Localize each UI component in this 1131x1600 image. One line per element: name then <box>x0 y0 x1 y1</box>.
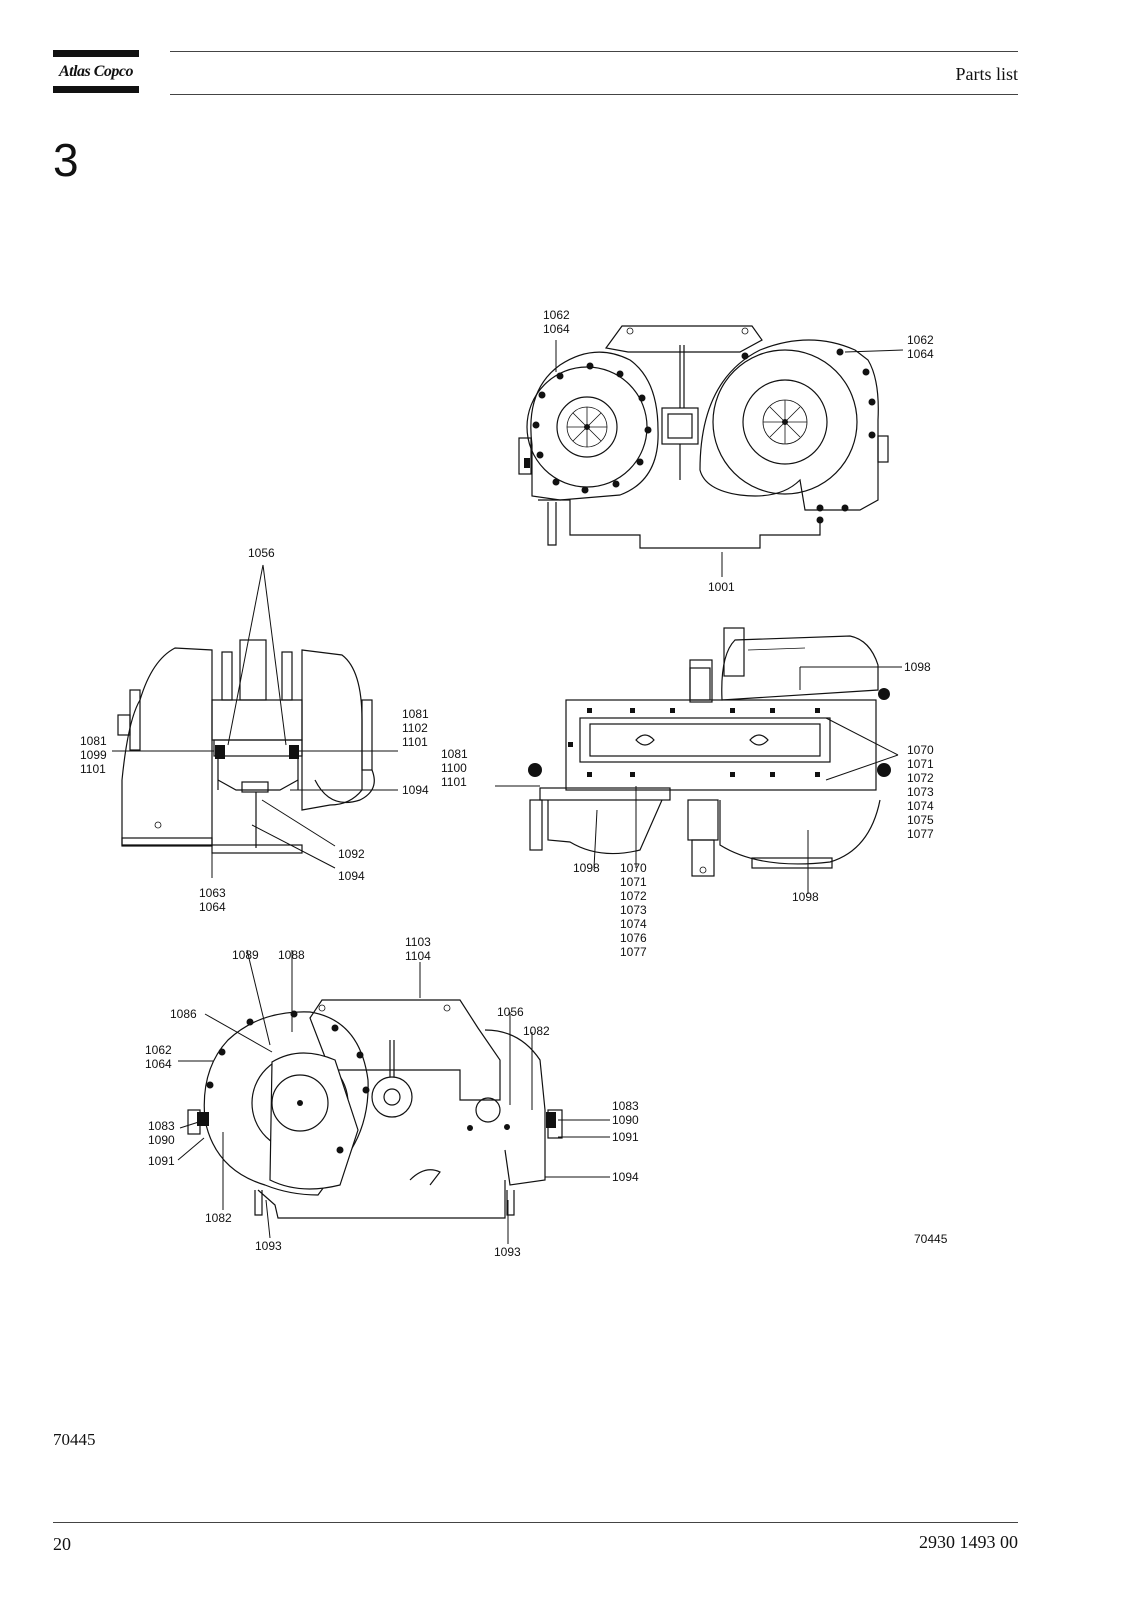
callout-b-k-1: 1093 <box>255 1239 282 1253</box>
callout-mr-e-4: 1073 <box>620 903 647 917</box>
callout-mr-e-5: 1074 <box>620 917 647 931</box>
callout-b-i-1: 1091 <box>148 1154 175 1168</box>
callout-mr-e-1: 1070 <box>620 861 647 875</box>
callout-b-n-1: 1091 <box>612 1130 639 1144</box>
callout-ml-a-1: 1056 <box>248 546 275 560</box>
callout-tr-c-1: 1001 <box>708 580 735 594</box>
document-number: 2930 1493 00 <box>919 1532 1018 1552</box>
callout-mr-e-3: 1072 <box>620 889 647 903</box>
drawing-number: 70445 <box>914 1232 948 1246</box>
section-title: Parts list <box>955 64 1018 84</box>
figure-reference: 70445 <box>53 1430 96 1449</box>
view-middle-left <box>112 564 398 878</box>
callout-mr-d-1: 1098 <box>573 861 600 875</box>
view-middle-right <box>495 627 902 894</box>
callout-b-l-1: 1093 <box>494 1245 521 1259</box>
callout-mr-c-3: 1072 <box>907 771 934 785</box>
callout-ml-f-1: 1094 <box>338 869 365 883</box>
callout-mr-f-1: 1098 <box>792 890 819 904</box>
callout-mr-b-3: 1101 <box>441 775 467 789</box>
callout-mr-a-1: 1098 <box>904 660 931 674</box>
callout-tr-b-1: 1062 <box>907 333 934 347</box>
callout-ml-b-3: 1101 <box>80 762 106 776</box>
callout-mr-c-2: 1071 <box>907 757 934 771</box>
callout-mr-c-4: 1073 <box>907 785 934 799</box>
callout-b-a-1: 1089 <box>232 948 259 962</box>
callout-ml-b-2: 1099 <box>80 748 107 762</box>
callout-mr-e-6: 1076 <box>620 931 647 945</box>
callout-ml-g-2: 1064 <box>199 900 226 914</box>
callout-mr-c-5: 1074 <box>907 799 934 813</box>
callout-mr-b-2: 1100 <box>441 761 467 775</box>
logo-brand-text: Atlas Copco <box>58 63 134 80</box>
callout-ml-d-1: 1094 <box>402 783 429 797</box>
logo-bottom-bar <box>53 86 139 93</box>
logo-top-bar <box>53 50 139 57</box>
callout-tr-b-2: 1064 <box>907 347 934 361</box>
callout-b-o-1: 1094 <box>612 1170 639 1184</box>
page-number: 20 <box>53 1534 71 1554</box>
callout-b-b-1: 1088 <box>278 948 305 962</box>
callout-b-g-1: 1082 <box>523 1024 550 1038</box>
callout-ml-g-1: 1063 <box>199 886 226 900</box>
callout-ml-c-2: 1102 <box>402 721 428 735</box>
callout-mr-c-1: 1070 <box>907 743 934 757</box>
header-rule-top <box>170 51 1018 52</box>
callout-ml-c-3: 1101 <box>402 735 428 749</box>
callout-tr-a-2: 1064 <box>543 322 570 336</box>
callout-tr-a-1: 1062 <box>543 308 570 322</box>
callout-b-d-1: 1086 <box>170 1007 197 1021</box>
callout-mr-c-6: 1075 <box>907 813 934 827</box>
callout-b-m-2: 1090 <box>612 1113 639 1127</box>
callout-b-c-2: 1104 <box>405 949 431 963</box>
atlas-copco-logo: Atlas Copco <box>53 50 139 93</box>
callout-b-m-1: 1083 <box>612 1099 639 1113</box>
callout-b-e-2: 1064 <box>145 1057 172 1071</box>
callout-mr-c-7: 1077 <box>907 827 934 841</box>
callout-mr-e-7: 1077 <box>620 945 647 959</box>
callout-ml-c-1: 1081 <box>402 707 429 721</box>
callout-mr-b-1: 1081 <box>441 747 468 761</box>
chapter-number: 3 <box>53 134 79 186</box>
callout-mr-e-2: 1071 <box>620 875 647 889</box>
callout-b-f-1: 1056 <box>497 1005 524 1019</box>
callout-b-c-1: 1103 <box>405 935 431 949</box>
callout-b-h-2: 1090 <box>148 1133 175 1147</box>
callout-ml-b-1: 1081 <box>80 734 107 748</box>
callout-ml-e-1: 1092 <box>338 847 365 861</box>
header-rule-bottom <box>170 94 1018 95</box>
callout-b-e-1: 1062 <box>145 1043 172 1057</box>
callout-b-j-1: 1082 <box>205 1211 232 1225</box>
view-top-right <box>518 325 904 577</box>
callout-b-h-1: 1083 <box>148 1119 175 1133</box>
view-bottom <box>177 949 610 1244</box>
footer-rule <box>53 1522 1018 1523</box>
